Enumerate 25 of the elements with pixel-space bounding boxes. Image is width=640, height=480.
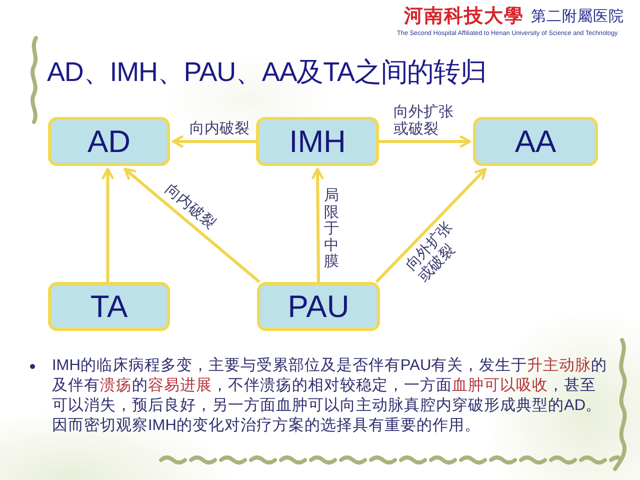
term-box: [257, 282, 380, 331]
letterhead-title: 河南科技大學: [404, 5, 524, 29]
edge-label: 向内破裂: [162, 181, 218, 233]
term-box: [473, 117, 598, 166]
term-label: AA: [514, 124, 556, 158]
term-box: [48, 282, 170, 331]
arrow: [124, 168, 260, 284]
body-paragraph: IMH的临床病程多变，主要与受累部位及是否伴有PAU有关，发生于升主动脉的及伴有溃疡的容易进展，不伴溃疡的相对较稳定，一方面血肿可以吸收，甚至可以消失，预后良好，另一方面血肿可以向主动脉真腔内穿破形成典型的AD。因而密切观察IMH的变化对治疗方案的选择具有重要的作用。: [52, 356, 608, 436]
edge-label: 局限于中膜: [324, 188, 339, 270]
term-box: [48, 117, 170, 166]
term-label: PAU: [288, 290, 350, 324]
arrow: [379, 136, 472, 148]
edge-label: 向外扩张或破裂: [403, 218, 459, 286]
slide-title: AD、IMH、PAU、AA及TA之间的转归: [47, 56, 486, 89]
arrow: [172, 136, 256, 148]
arrow: [102, 168, 114, 282]
edge-label: 向内破裂: [190, 120, 250, 138]
term-box: [256, 117, 379, 166]
term-label: IMH: [289, 124, 346, 158]
term-label: AD: [87, 124, 131, 158]
term-label: TA: [90, 290, 128, 324]
arrow: [312, 168, 324, 282]
letterhead-subtitle: 第二附屬医院: [531, 8, 624, 26]
arrow: [375, 168, 487, 284]
edge-label: 向外扩张或破裂: [394, 104, 454, 138]
